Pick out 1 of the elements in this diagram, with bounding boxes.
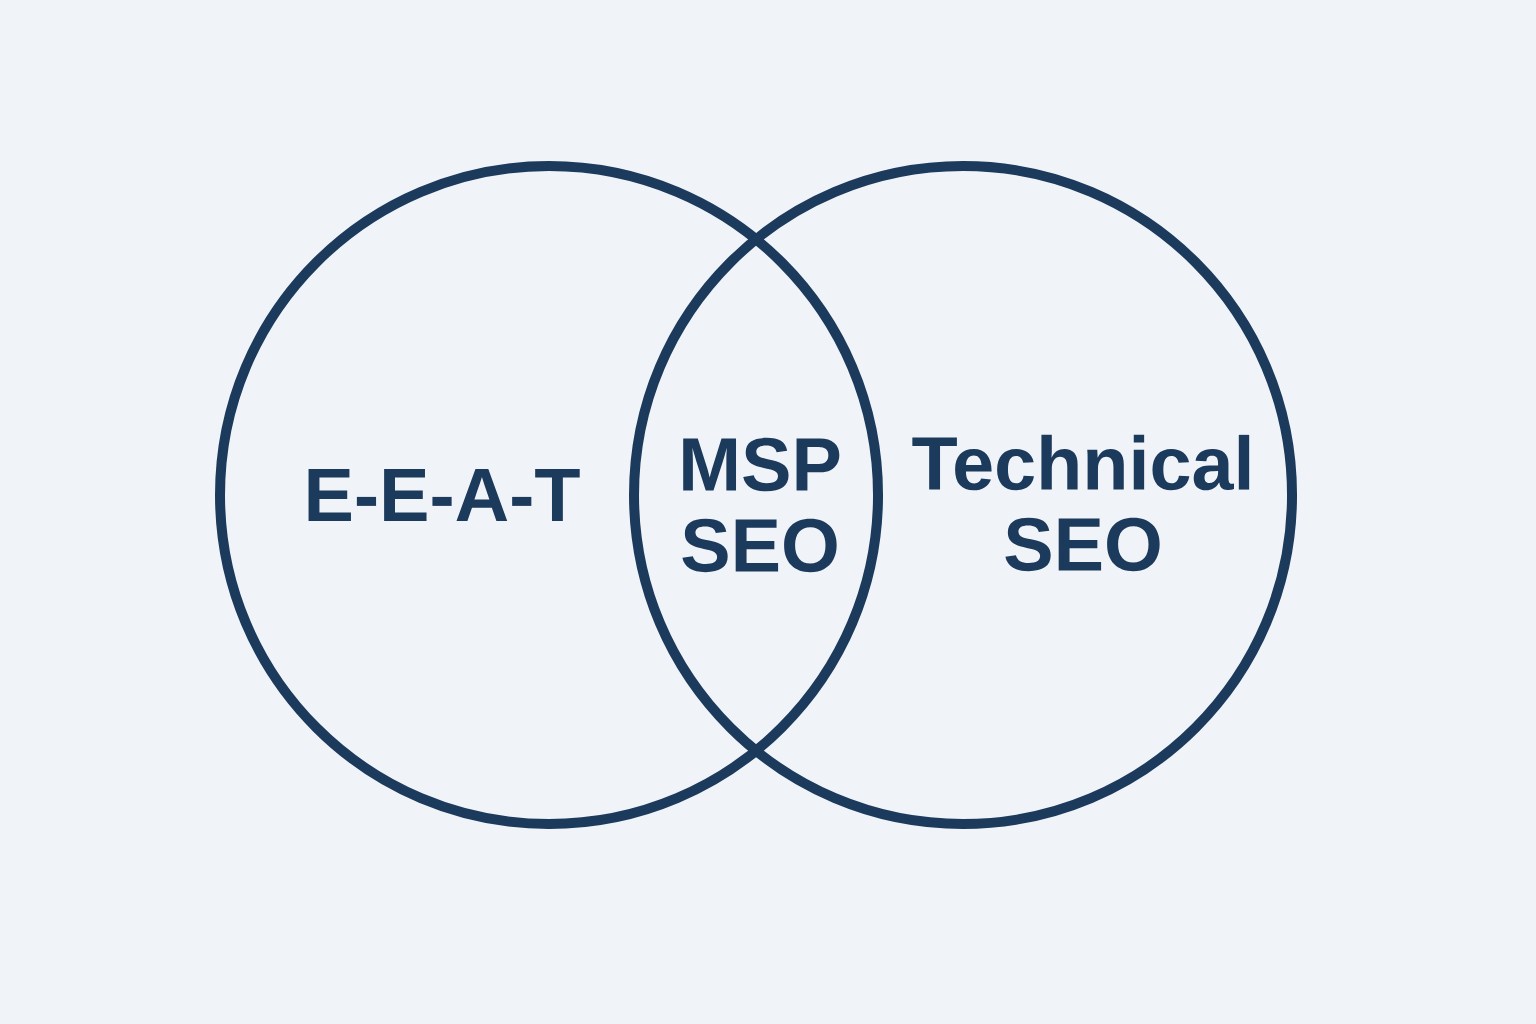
overlap-label: MSP SEO [682,437,840,573]
